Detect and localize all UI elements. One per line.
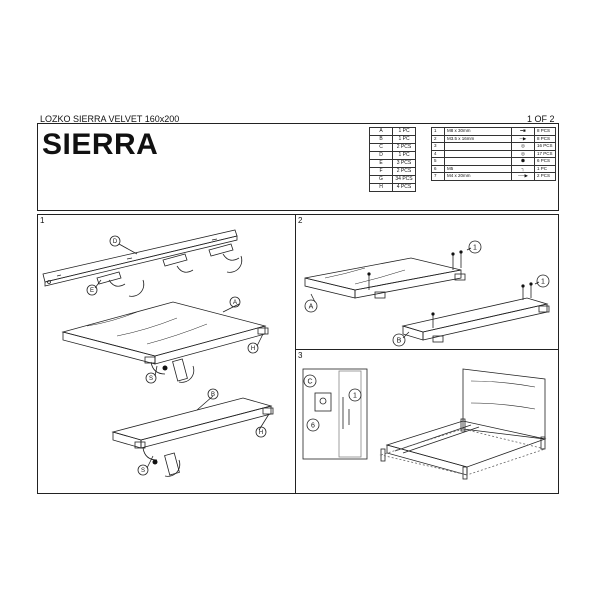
callout-d: D bbox=[113, 239, 118, 245]
part-qty: 4 PCS bbox=[392, 183, 416, 192]
hardware-qty: 6 PCS bbox=[534, 157, 556, 166]
part-id: E bbox=[369, 159, 393, 168]
callout-h-top: H bbox=[251, 346, 255, 352]
callout-b: B bbox=[211, 392, 215, 398]
washer-icon: ◎ bbox=[511, 142, 535, 151]
headboard-a-side bbox=[304, 257, 466, 299]
part-id: H bbox=[369, 183, 393, 192]
part-qty: 1 PC bbox=[392, 135, 416, 144]
assembled-bed bbox=[379, 368, 547, 480]
page-indicator: 1 OF 2 bbox=[527, 114, 555, 124]
part-id: B bbox=[369, 135, 393, 144]
callout-1-bot: 1 bbox=[541, 279, 545, 286]
callout-e: E bbox=[90, 288, 94, 294]
callout-1-top: 1 bbox=[473, 245, 477, 252]
screw-icon: ─▶ bbox=[511, 134, 535, 143]
part-qty: 34 PCS bbox=[392, 175, 416, 184]
callout-a: A bbox=[233, 300, 237, 306]
part-id: C bbox=[369, 143, 393, 152]
hardware-spec bbox=[444, 157, 512, 166]
callout-1: 1 bbox=[353, 393, 357, 400]
washer-icon: ◎ bbox=[511, 149, 535, 158]
nut-icon: ⬢ bbox=[511, 157, 535, 166]
callout-b: B bbox=[397, 338, 402, 345]
hex-key-icon: ┐ bbox=[511, 164, 535, 173]
hardware-spec bbox=[444, 142, 512, 151]
step-1-illustration: D E A H S B H S bbox=[42, 229, 274, 477]
part-id: D bbox=[369, 151, 393, 160]
part-id: F bbox=[369, 167, 393, 176]
hardware-qty: 16 PCS bbox=[534, 142, 556, 151]
step-1-number: 1 bbox=[40, 216, 45, 225]
headboard-a bbox=[61, 301, 269, 375]
hardware-row: 5 ⬢6 PCS bbox=[431, 157, 556, 166]
hardware-number: 3 bbox=[431, 142, 445, 151]
callout-s-top: S bbox=[149, 376, 153, 382]
step-3-number: 3 bbox=[298, 351, 303, 360]
hardware-number: 4 bbox=[431, 149, 445, 158]
part-id: A bbox=[369, 127, 393, 136]
step-3-panel bbox=[295, 349, 559, 494]
hardware-number: 2 bbox=[431, 134, 445, 143]
footboard-b-side bbox=[401, 297, 550, 343]
hardware-spec: M3.5 x 16mm bbox=[444, 134, 512, 143]
bolt-icon: ━■ bbox=[511, 127, 535, 136]
hardware-number: 6 bbox=[431, 164, 445, 173]
footboard-b bbox=[111, 397, 274, 461]
header-panel bbox=[37, 123, 559, 211]
hardware-number: 1 bbox=[431, 127, 445, 136]
step-3-illustration: C 1 6 bbox=[302, 368, 547, 480]
callout-a: A bbox=[309, 304, 314, 311]
detail-inset bbox=[302, 368, 368, 460]
long-screw-icon: ──▶ bbox=[511, 172, 535, 181]
center-beam-d bbox=[42, 229, 238, 287]
hardware-spec bbox=[444, 149, 512, 158]
hardware-number: 7 bbox=[431, 172, 445, 181]
leg-e-1 bbox=[96, 271, 126, 287]
callout-6: 6 bbox=[311, 423, 315, 430]
hardware-spec: M8 x 30mm bbox=[444, 127, 512, 136]
part-qty: 2 PCS bbox=[392, 167, 416, 176]
hardware-spec: M4 x 20mm bbox=[444, 172, 512, 181]
step-2-illustration: 1 A 1 B bbox=[304, 240, 550, 347]
leg-e-3 bbox=[208, 243, 240, 261]
step-2-number: 2 bbox=[298, 216, 303, 225]
callout-h-bot: H bbox=[259, 430, 263, 436]
hardware-spec: M5 bbox=[444, 164, 512, 173]
product-name: LOZKO SIERRA VELVET 160x200 bbox=[40, 114, 180, 124]
page-title: SIERRA bbox=[42, 128, 159, 161]
part-qty: 1 PC bbox=[392, 127, 416, 136]
hardware-qty: 2 PCS bbox=[534, 172, 556, 181]
callout-c: C bbox=[307, 379, 312, 386]
callout-s-bot: S bbox=[141, 468, 145, 474]
hardware-row: 3 ◎16 PCS bbox=[431, 142, 556, 151]
part-id: G bbox=[369, 175, 393, 184]
leg-e-2 bbox=[162, 253, 194, 273]
hardware-number: 5 bbox=[431, 157, 445, 166]
hardware-row: 4 ◎17 PCS bbox=[431, 149, 556, 158]
hardware-qty: 8 PCS bbox=[534, 134, 556, 143]
part-qty: 2 PCS bbox=[392, 143, 416, 152]
part-qty: 3 PCS bbox=[392, 159, 416, 168]
hardware-qty: 17 PCS bbox=[534, 149, 556, 158]
part-qty: 1 PC bbox=[392, 151, 416, 160]
hardware-qty: 8 PCS bbox=[534, 127, 556, 136]
hardware-qty: 1 PC bbox=[534, 164, 556, 173]
